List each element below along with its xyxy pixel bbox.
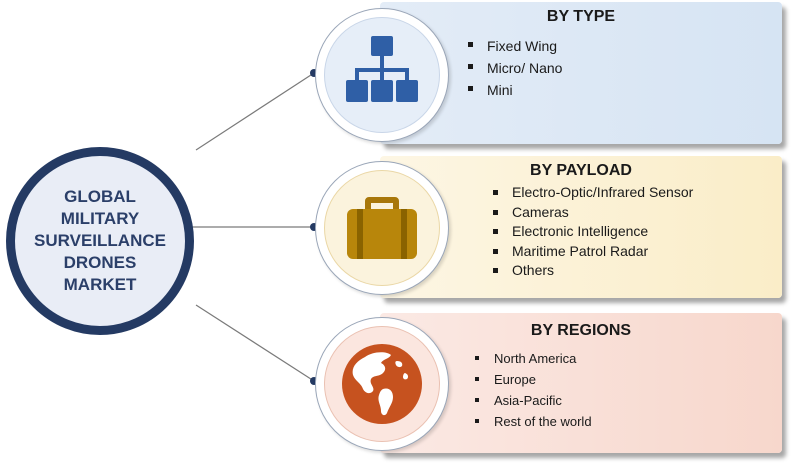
- list-item: Electronic Intelligence: [491, 222, 693, 242]
- segment-regions-list: North America Europe Asia-Pacific Rest o…: [473, 348, 592, 432]
- list-item: North America: [473, 348, 592, 369]
- hub-title: GLOBAL MILITARY SURVEILLANCE DRONES MARK…: [34, 187, 166, 294]
- list-item: Mini: [466, 79, 562, 101]
- segment-type-icon-circle: [315, 8, 449, 142]
- segment-payload-title: BY PAYLOAD: [530, 162, 632, 179]
- market-hub: GLOBAL MILITARY SURVEILLANCE DRONES MARK…: [6, 147, 194, 335]
- list-item: Others: [491, 261, 693, 281]
- segment-payload-panel: BY PAYLOAD Electro-Optic/Infrared Sensor…: [380, 156, 782, 298]
- connector-regions: [195, 304, 315, 382]
- segment-type-title: BY TYPE: [546, 8, 616, 25]
- list-item: Asia-Pacific: [473, 390, 592, 411]
- list-item: Fixed Wing: [466, 35, 562, 57]
- list-item: Micro/ Nano: [466, 57, 562, 79]
- list-item: Cameras: [491, 203, 693, 223]
- segment-payload-icon-circle: [315, 161, 449, 295]
- connector-type: [195, 72, 315, 151]
- list-item: Rest of the world: [473, 411, 592, 432]
- list-item: Maritime Patrol Radar: [491, 242, 693, 262]
- globe-icon: [342, 344, 422, 424]
- segment-type-list: Fixed Wing Micro/ Nano Mini: [466, 35, 562, 101]
- segment-payload-list: Electro-Optic/Infrared Sensor Cameras El…: [491, 183, 693, 281]
- segment-regions-title: BY REGIONS: [530, 322, 632, 339]
- hierarchy-icon: [346, 36, 418, 102]
- segment-regions-icon-circle: [315, 317, 449, 451]
- list-item: Europe: [473, 369, 592, 390]
- briefcase-icon: [347, 197, 417, 259]
- list-item: Electro-Optic/Infrared Sensor: [491, 183, 693, 203]
